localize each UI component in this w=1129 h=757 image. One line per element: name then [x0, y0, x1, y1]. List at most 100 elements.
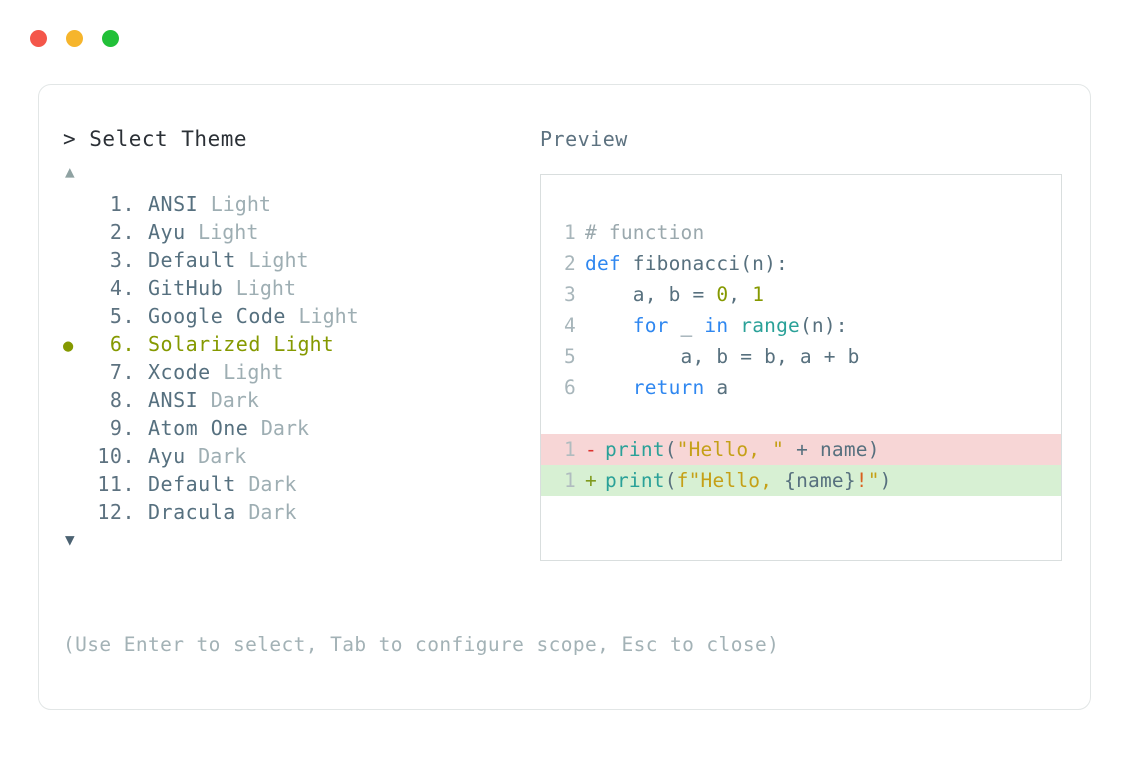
minimize-window-button[interactable] — [66, 30, 83, 47]
line-number: 3 — [564, 283, 576, 306]
line-number: 4 — [564, 314, 576, 337]
theme-item-spacer — [198, 190, 211, 218]
theme-item-spacer — [236, 498, 249, 526]
theme-item-spacer — [186, 442, 199, 470]
code-token — [585, 376, 633, 399]
code-line: 3 a, b = 0, 1 — [541, 279, 1061, 310]
theme-item-spacer — [236, 470, 249, 498]
selected-bullet-icon: ● — [63, 360, 91, 388]
code-token: ( — [664, 469, 677, 492]
code-token: a, b = b, a + b — [585, 345, 860, 368]
theme-item-variant: Dark — [248, 472, 297, 496]
theme-list-item[interactable]: ●3.Default Light — [63, 246, 533, 274]
theme-item-number: 3. — [109, 248, 135, 272]
code-line: 1# function — [541, 217, 1061, 248]
theme-item-spacer — [286, 302, 299, 330]
theme-item-spacer — [236, 246, 249, 274]
theme-item-name: ANSI — [148, 388, 199, 412]
code-line-text: a, b = 0, 1 — [585, 279, 1061, 310]
code-token: ) — [879, 469, 892, 492]
scroll-down-icon[interactable]: ▼ — [65, 530, 75, 549]
code-token: print — [605, 438, 665, 461]
code-token: 0 — [716, 283, 729, 306]
theme-list-item[interactable]: ●9.Atom One Dark — [63, 414, 533, 442]
code-token: {name} — [784, 469, 856, 492]
theme-list-item[interactable]: ●4.GitHub Light — [63, 274, 533, 302]
theme-item-name: Google Code — [148, 304, 286, 328]
theme-list-item[interactable]: ●8.ANSI Dark — [63, 386, 533, 414]
diff-line-text: print(f"Hello, {name}!") — [605, 465, 1061, 496]
theme-picker-card: > Select Theme ▲ ●1.ANSI Light●2.Ayu Lig… — [38, 84, 1091, 710]
code-line: 6 return a — [541, 372, 1061, 403]
theme-item-number: 10. — [97, 444, 135, 468]
theme-item-number: 11. — [97, 472, 135, 496]
diff-sign-icon: + — [585, 469, 597, 492]
theme-item-spacer — [223, 274, 236, 302]
theme-item-variant: Dark — [198, 444, 247, 468]
theme-item-spacer — [261, 330, 274, 358]
code-token: for — [632, 314, 669, 337]
code-line-text: return a — [585, 372, 1061, 403]
theme-item-variant: Light — [273, 332, 334, 356]
theme-item-spacer — [186, 218, 199, 246]
code-token: a — [704, 376, 729, 399]
maximize-window-button[interactable] — [102, 30, 119, 47]
window-traffic-lights — [30, 30, 119, 47]
diff-line-minus: 1-print("Hello, " + name) — [541, 434, 1061, 465]
code-line-text: def fibonacci(n): — [585, 248, 1061, 279]
selected-bullet-icon: ● — [63, 276, 91, 304]
theme-list-item[interactable]: ●11.Default Dark — [63, 470, 533, 498]
code-token: , — [728, 283, 753, 306]
code-token — [728, 314, 740, 337]
diff-line-text: print("Hello, " + name) — [605, 434, 1061, 465]
theme-list-item[interactable]: ●2.Ayu Light — [63, 218, 533, 246]
theme-item-number: 12. — [97, 500, 135, 524]
close-window-button[interactable] — [30, 30, 47, 47]
code-line: 5 a, b = b, a + b — [541, 341, 1061, 372]
theme-list-item[interactable]: ●10.Ayu Dark — [63, 442, 533, 470]
code-token — [585, 314, 633, 337]
code-token: " — [867, 469, 880, 492]
theme-item-variant: Light — [223, 360, 284, 384]
code-token: "Hello, " — [676, 438, 785, 461]
theme-list-item[interactable]: ● 7. Xcode Light — [63, 358, 533, 386]
code-token: ( — [664, 438, 677, 461]
theme-item-spacer — [198, 386, 211, 414]
theme-item-variant: Light — [235, 276, 297, 300]
theme-item-number: 7. — [109, 360, 135, 384]
selected-bullet-icon: ● — [63, 444, 91, 472]
theme-item-name: Xcode — [148, 360, 211, 384]
code-token: (n): — [799, 314, 848, 337]
code-token: in — [704, 314, 729, 337]
selected-bullet-icon: ● — [63, 192, 91, 220]
theme-list: ●1.ANSI Light●2.Ayu Light●3.Default Ligh… — [63, 190, 533, 526]
diff-sign-icon: - — [585, 438, 597, 461]
theme-item-spacer — [211, 358, 224, 386]
theme-item-number: 8. — [109, 388, 135, 412]
selected-bullet-icon: ● — [63, 304, 91, 332]
theme-item-name: Default — [148, 472, 236, 496]
keyboard-hint: (Use Enter to select, Tab to configure s… — [63, 633, 780, 656]
code-line: 4 for _ in range(n): — [541, 310, 1061, 341]
theme-item-name: Atom One — [148, 416, 249, 440]
line-number: 2 — [564, 252, 576, 275]
theme-list-item[interactable]: ●12.Dracula Dark — [63, 498, 533, 526]
theme-list-item[interactable]: ●6.Solarized Light — [63, 330, 533, 358]
line-number: 6 — [564, 376, 576, 399]
theme-item-number: 4. — [109, 276, 135, 300]
theme-list-item[interactable]: ●1.ANSI Light — [63, 190, 533, 218]
line-number: 5 — [564, 345, 576, 368]
scroll-up-icon[interactable]: ▲ — [65, 162, 75, 181]
selected-bullet-icon: ● — [63, 220, 91, 248]
code-token: fibonacci(n): — [620, 252, 788, 275]
diff-sample: 1-print("Hello, " + name)1+print(f"Hello… — [541, 434, 1061, 496]
code-token: + name — [784, 438, 868, 461]
code-token: def — [585, 252, 621, 275]
code-token: # function — [585, 221, 705, 244]
theme-item-variant: Dark — [210, 388, 259, 412]
theme-list-item[interactable]: ●5.Google Code Light — [63, 302, 533, 330]
selected-bullet-icon: ● — [63, 500, 91, 528]
theme-item-name: ANSI — [148, 192, 199, 216]
code-token: a, b = — [585, 283, 717, 306]
